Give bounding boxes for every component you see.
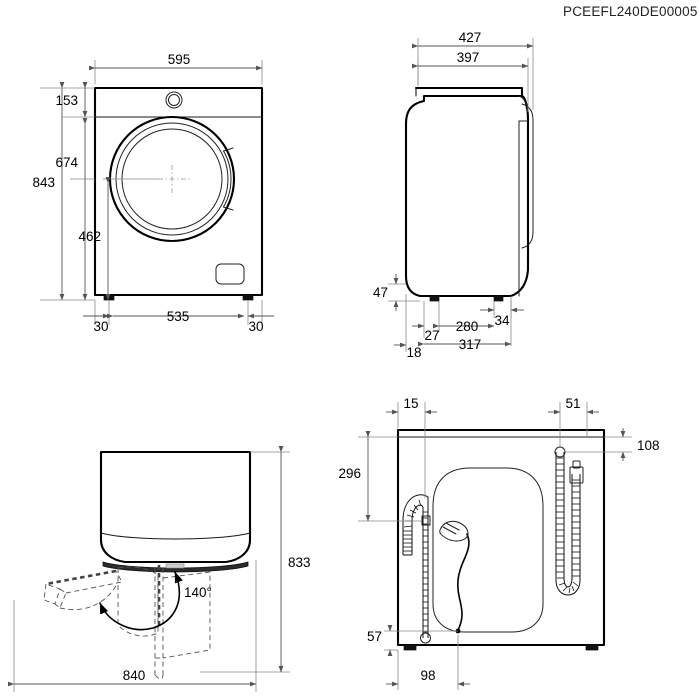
- rear-foot-right: [585, 644, 599, 651]
- side-hinge-detail: [518, 95, 527, 108]
- front-dim-30-right-label: 30: [248, 319, 263, 334]
- rear-service-panel: [432, 467, 544, 633]
- side-dim-18-label: 18: [406, 345, 421, 360]
- front-dim-30-left-label: 30: [93, 319, 108, 334]
- swing-door-hinge-trace: [117, 568, 159, 637]
- power-cord-cable: [457, 533, 470, 631]
- swing-door-swept-right: [162, 571, 211, 659]
- drain-hose-centerline-outer: [402, 494, 429, 638]
- side-foot-rear: [493, 295, 504, 302]
- front-view-group: 595 843 153 674 462 30: [32, 52, 274, 334]
- front-door-handle-tick-top: [223, 147, 234, 152]
- swing-door-handle-mark: [165, 563, 185, 569]
- front-filter-flap: [215, 263, 245, 285]
- inlet-hose: [554, 446, 584, 596]
- inlet-hose-coupling: [569, 466, 584, 484]
- side-cabinet-outline: [404, 86, 530, 298]
- rear-dim-296-label: 296: [338, 466, 361, 481]
- swing-angle-arc: [99, 571, 183, 631]
- inlet-hose-outer: [555, 452, 581, 596]
- side-foot-front: [429, 295, 440, 302]
- side-dim-280-label: 280: [456, 319, 479, 334]
- rear-foot-left: [403, 644, 417, 651]
- swing-door-open-back: [65, 570, 123, 594]
- swing-closed-door-band: [102, 561, 249, 573]
- side-dim-317-label: 317: [459, 337, 482, 352]
- swing-dim-833-label: 833: [288, 555, 311, 570]
- front-dim-674-label: 674: [55, 155, 78, 170]
- power-plug-detail-b: [445, 522, 460, 531]
- front-door-handle-tick-bottom: [223, 206, 234, 211]
- swing-door-open-thickness: [54, 588, 67, 609]
- inlet-hose-coupling-tip: [572, 460, 581, 469]
- rear-dim-108-label: 108: [637, 438, 660, 453]
- side-dim-397-label: 397: [457, 50, 480, 65]
- front-program-dial-outer: [165, 91, 183, 109]
- swing-door-open-curve: [59, 581, 119, 611]
- rear-dim-15-label: 15: [403, 396, 418, 411]
- rear-dim-51-label: 51: [565, 396, 580, 411]
- front-program-dial-inner: [168, 94, 180, 106]
- document-code: PCEEFL240DE00005: [563, 4, 698, 19]
- swing-door-open-outline: [45, 569, 117, 586]
- side-view-group: 427 397 47 34 27 280: [373, 30, 534, 360]
- side-dim-34-label: 34: [494, 313, 510, 328]
- front-dim-153-label: 153: [55, 93, 78, 108]
- side-dim-427-label: 427: [459, 30, 482, 45]
- front-dim-height-label: 843: [32, 175, 55, 190]
- rear-dim-98-label: 98: [420, 668, 435, 683]
- front-door-handle-arc: [223, 150, 232, 208]
- front-foot-right: [242, 294, 254, 301]
- drain-hose-clip: [421, 515, 431, 526]
- side-dim-27-label: 27: [424, 328, 439, 343]
- drain-hose-corrugation: [403, 499, 428, 633]
- front-dim-535-label: 535: [167, 309, 190, 324]
- rear-cabinet-outline: [396, 428, 606, 647]
- swing-dim-840-label: 840: [123, 668, 146, 683]
- side-dim-47-label: 47: [373, 285, 388, 300]
- swing-angle-label: 140°: [184, 585, 212, 600]
- power-plug-body: [439, 520, 469, 542]
- drain-hose-outlet-port: [420, 632, 431, 644]
- front-dim-width-label: 595: [168, 52, 191, 67]
- front-cabinet-outline: [93, 86, 264, 297]
- swing-front-panel-curve: [100, 532, 251, 540]
- front-dim-462-label: 462: [78, 229, 101, 244]
- rear-view-group: 15 51 108 296 57: [338, 396, 660, 690]
- front-foot-left: [103, 294, 115, 301]
- rear-dim-57-label: 57: [367, 629, 382, 644]
- inlet-hose-corrugation: [556, 457, 580, 594]
- door-swing-view-group: 140° 833 840: [8, 446, 311, 692]
- swing-door-leaf-bottom: [154, 674, 164, 680]
- swing-door-open-edge: [43, 583, 61, 605]
- swing-cabinet-plan: [99, 450, 252, 564]
- power-plug-detail-a: [442, 526, 457, 535]
